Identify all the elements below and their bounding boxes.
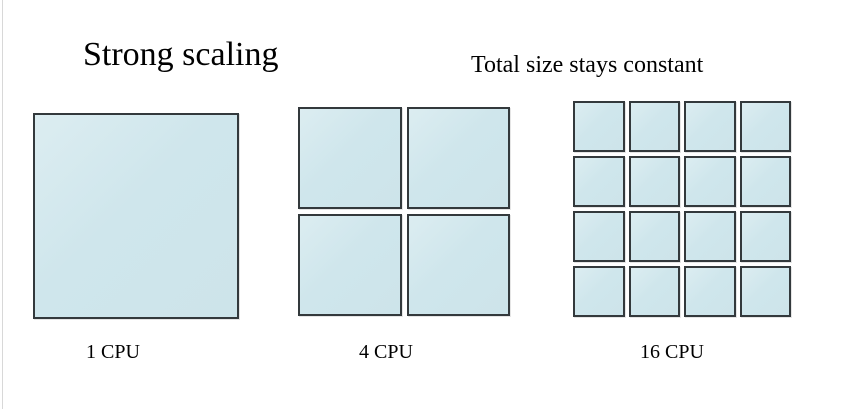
subdomain-cell bbox=[573, 101, 625, 152]
subdomain-cell bbox=[406, 214, 510, 316]
subdomain-cell bbox=[739, 266, 791, 317]
subdomain-cell bbox=[406, 107, 510, 209]
subdomain-cell bbox=[33, 113, 239, 319]
subdomain-cell bbox=[628, 211, 680, 262]
subdomain-cell bbox=[739, 101, 791, 152]
domain-group-4cpu bbox=[298, 107, 510, 316]
subdomain-cell bbox=[298, 107, 402, 209]
subdomain-cell bbox=[739, 156, 791, 207]
subdomain-cell bbox=[684, 266, 736, 317]
subdomain-cell bbox=[573, 211, 625, 262]
subdomain-cell bbox=[684, 156, 736, 207]
cpu-label-1cpu: 1 CPU bbox=[86, 341, 140, 363]
subdomain-cell bbox=[298, 214, 402, 316]
subdomain-cell bbox=[628, 266, 680, 317]
slide-left-edge-line bbox=[2, 0, 3, 409]
subdomain-cell bbox=[573, 156, 625, 207]
page-title: Strong scaling bbox=[83, 36, 279, 73]
subdomain-cell bbox=[684, 101, 736, 152]
subdomain-cell bbox=[628, 156, 680, 207]
subtitle-total-size-constant: Total size stays constant bbox=[471, 52, 704, 78]
subdomain-cell bbox=[628, 101, 680, 152]
subdomain-cell bbox=[684, 211, 736, 262]
domain-group-1cpu bbox=[33, 113, 239, 319]
cpu-label-4cpu: 4 CPU bbox=[359, 341, 413, 363]
domain-group-16cpu bbox=[573, 101, 791, 317]
subdomain-cell bbox=[573, 266, 625, 317]
cpu-label-16cpu: 16 CPU bbox=[640, 341, 704, 363]
subdomain-cell bbox=[739, 211, 791, 262]
